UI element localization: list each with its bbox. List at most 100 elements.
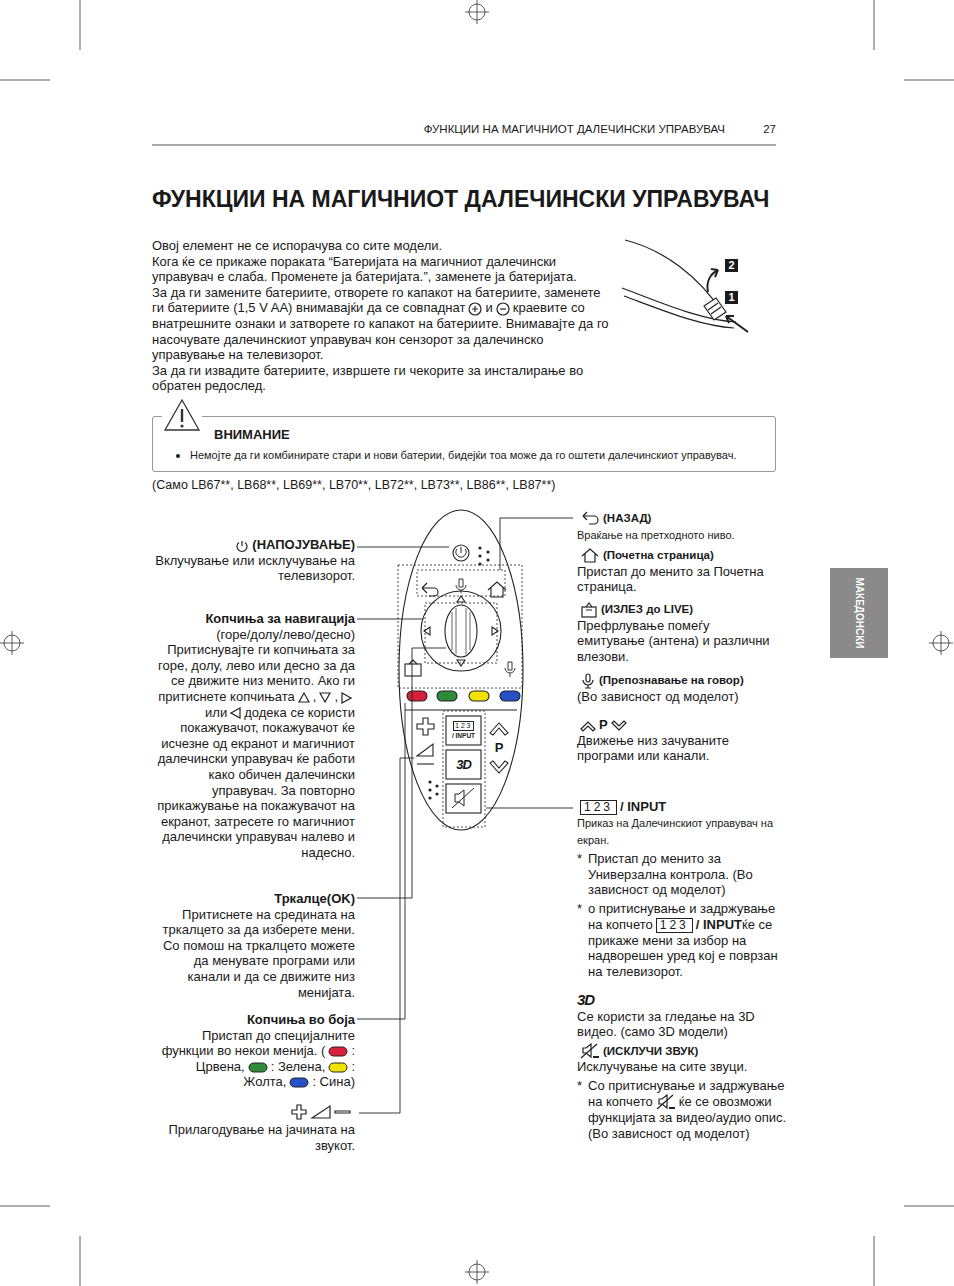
text: (ИСКЛУЧИ ЗВУК): [603, 1045, 698, 1057]
icon-mic: [580, 673, 596, 689]
3d-button: 3D: [447, 751, 480, 778]
text-block: *Со притиснување и задржување на копчето…: [577, 1078, 788, 1141]
text-block: *о притиснување и задржување на копчето1…: [577, 901, 788, 979]
icon-back: [580, 511, 600, 526]
text: *: [577, 851, 582, 867]
text: и: [485, 300, 492, 315]
icon-pR: [328, 1046, 348, 1057]
text: (Само LB67**, LB68**, LB69**, LB70**, LB…: [152, 478, 555, 492]
text: Движење низ зачуваните програми или кана…: [577, 733, 729, 764]
text-block: (ИСКЛУЧИ ЗВУК) Исклучување на сите звуци.: [577, 1043, 777, 1075]
text: ,: [334, 689, 338, 704]
icon-power: [235, 539, 249, 553]
icon-home: [580, 548, 600, 563]
text-block: Тркалце(OK)Притиснете на средината на тр…: [150, 891, 355, 1000]
text: Пристап до специјалните функции во некои…: [162, 1028, 355, 1059]
text: 27: [763, 123, 776, 135]
language-tab: МАКЕДОНСКИ: [830, 568, 888, 658]
icon-plusc: [468, 302, 482, 316]
leader-lines: [357, 518, 573, 1113]
text: : Сина): [312, 1074, 355, 1089]
text: Се користи за гледање на 3D видео. (само…: [577, 1009, 755, 1040]
text-block: (Почетна страница)Пристап до менито за П…: [577, 547, 777, 595]
text: Притиснете на средината на тркалцето за …: [163, 907, 355, 1000]
button-text: / INPUT: [452, 732, 475, 740]
callout-number: 2: [725, 259, 738, 272]
text: ,: [313, 689, 317, 704]
button-text: 3D: [456, 758, 471, 772]
remote-illustration: [398, 510, 523, 830]
text-block: (Препознавање на говор) (Во зависност од …: [577, 672, 777, 704]
icon-mute: [656, 1094, 676, 1110]
text: Пристап до менито за Универзална контрол…: [588, 851, 753, 897]
icon-minusc: [496, 302, 510, 316]
caution-box: ВНИМАНИЕ Немојте да ги комбинирате стари …: [152, 416, 776, 472]
text-block: Копчиња за навигација(горе/долу/лево/дес…: [150, 611, 355, 861]
text: Враќање на претходното ниво.: [577, 529, 735, 541]
input-button: 123/ INPUT: [447, 717, 480, 744]
page-title: ФУНКЦИИ НА МАГИЧНИОТ ДАЛЕЧИНСКИ УПРАВУВА…: [152, 186, 769, 213]
text-block: ФУНКЦИИ НА МАГИЧНИОТ ДАЛЕЧИНСКИ УПРАВУВА…: [152, 122, 725, 136]
text: Овој елемент не се испорачува со сите мо…: [152, 238, 442, 253]
text: P: [599, 717, 608, 732]
tab-text: МАКЕДОНСКИ: [854, 578, 865, 649]
text: *: [577, 901, 582, 917]
icon-triR: [341, 692, 352, 704]
text-block: 27: [740, 122, 776, 136]
bullet-dot: [176, 454, 180, 458]
text: (Во зависност од моделот): [577, 689, 739, 704]
text-block: 1: [725, 291, 745, 305]
text: Притиснувајте ги копчињата за горе, долу…: [158, 642, 355, 704]
text: (горе/долу/лево/десно): [216, 627, 355, 642]
text: : Зелена,: [271, 1059, 326, 1074]
icon-triU: [298, 692, 310, 703]
header-rule: [152, 145, 776, 146]
icon-vol: [290, 1102, 352, 1122]
text: 3D: [577, 991, 594, 1008]
text-block: (НАПОЈУВАЊЕ)Вклучување или исклучување н…: [150, 537, 355, 584]
caution-icon: [162, 397, 202, 433]
text-block: (НАЗАД)Враќање на претходното ниво.: [577, 510, 777, 543]
icon-pG: [248, 1062, 268, 1073]
text-block: 2: [725, 259, 745, 273]
text-block: Копчиња во бојаПристап до специјалните ф…: [150, 1012, 355, 1090]
icon-live: [580, 602, 598, 618]
text: / INPUT: [696, 917, 742, 932]
text: Пристап до менито за Почетна страница.: [577, 564, 764, 595]
battery-illustration: [622, 240, 748, 332]
text: Вклучување или исклучување на телевизоро…: [155, 553, 355, 584]
callout-number: 1: [725, 291, 738, 304]
icon-pY: [328, 1062, 348, 1073]
text-block: (ИЗЛЕЗ до LIVE) Префрлување помеѓу емитув…: [577, 601, 777, 664]
text: / INPUT: [620, 799, 666, 814]
text: За да ги извадите батериите, извршете ги…: [152, 363, 583, 394]
text: 123: [656, 918, 693, 933]
text-block: PДвижење низ зачуваните програми или кан…: [577, 717, 777, 764]
icon-pB: [289, 1077, 309, 1088]
text: (Препознавање на говор): [599, 674, 744, 686]
text: Префрлување помеѓу емитување (антена) и …: [577, 618, 770, 664]
text-block: * Пристап до менито за Универзална контро…: [577, 851, 788, 898]
text: (НАПОЈУВАЊЕ): [252, 537, 355, 552]
caution-heading: ВНИМАНИЕ: [208, 427, 296, 442]
caution-text: Немојте да ги комбинирате стари и нови б…: [190, 448, 763, 463]
text: (ИЗЛЕЗ до LIVE): [601, 603, 693, 615]
text: ФУНКЦИИ НА МАГИЧНИОТ ДАЛЕЧИНСКИ УПРАВУВА…: [424, 123, 725, 135]
text-block: Прилагодување на јачината на звукот.: [150, 1102, 355, 1153]
text: Исклучување на сите звуци.: [577, 1059, 747, 1074]
icon-chD: [611, 720, 627, 732]
icon-mute: [580, 1043, 600, 1059]
icon-triD: [319, 692, 331, 703]
text: *: [577, 1078, 582, 1094]
icon-chU: [580, 720, 596, 732]
button-digits: 123: [453, 721, 474, 731]
text-block: 123/ INPUT Приказ на Далечинскиот управув…: [577, 799, 777, 848]
text: 123: [580, 800, 617, 815]
text-block: Овој елемент не се испорачува со сите мо…: [152, 238, 614, 394]
text-block: (Само LB67**, LB68**, LB69**, LB70**, LB…: [152, 478, 772, 494]
text: Приказ на Далечинскиот управувач на екра…: [577, 817, 773, 846]
button-text: P: [495, 741, 504, 755]
text-block: 3DСе користи за гледање на 3D видео. (са…: [577, 992, 777, 1040]
text: Прилагодување на јачината на звукот.: [168, 1122, 355, 1153]
